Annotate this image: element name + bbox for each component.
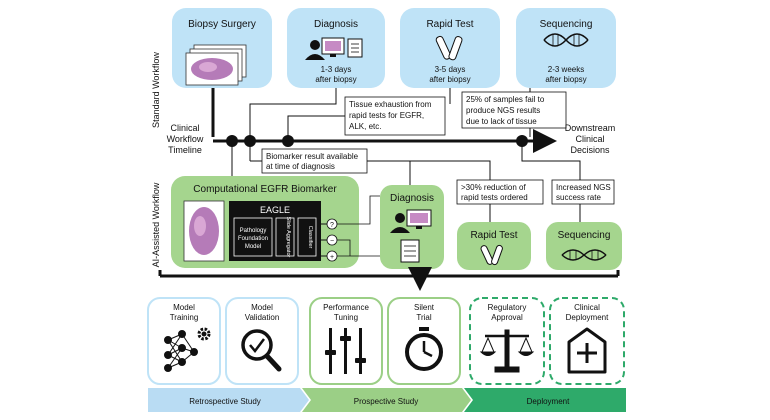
ngs-fail-note: 25% of samples fail to produce NGS resul… bbox=[461, 91, 567, 129]
computational-egfr-biomarker-box: Computational EGFR Biomarker EAGLE Patho… bbox=[171, 176, 359, 268]
sliders-icon bbox=[325, 328, 366, 374]
standard-workflow-label: Standard Workflow bbox=[151, 52, 161, 128]
ai-diagnosis-title: Diagnosis bbox=[390, 193, 434, 204]
phase-performance-tuning: Performance Tuning bbox=[309, 297, 383, 385]
pathologist-computer-icon bbox=[305, 37, 363, 60]
biopsy-surgery-box: Biopsy Surgery bbox=[172, 8, 272, 88]
phase-clinical-deployment-line-1: Clinical bbox=[574, 303, 600, 312]
rapid-test-reduction-note: >30% reduction of rapid tests ordered bbox=[456, 179, 544, 205]
outcome-positive-symbol: + bbox=[330, 254, 334, 261]
phase-model-training: Model Training bbox=[147, 297, 221, 385]
diagnosis-box: Diagnosis 1-3 days after biopsy bbox=[287, 8, 385, 88]
neural-network-gear-icon bbox=[164, 327, 211, 372]
biomarker-line-2: at time of diagnosis bbox=[266, 162, 335, 171]
foundation-model-line-3: Model bbox=[245, 244, 261, 250]
outcome-uncertain-symbol: ? bbox=[330, 222, 334, 229]
classifier-label: Classifier bbox=[307, 226, 313, 249]
phase-regulatory-approval: Regulatory Approval bbox=[469, 297, 545, 385]
tissue-exhaustion-line-1: Tissue exhaustion from bbox=[349, 100, 432, 109]
sequencing-time-value: 2-3 weeks bbox=[548, 65, 584, 74]
study-bar-prospective-label: Prospective Study bbox=[354, 397, 418, 406]
study-bar-retrospective-label: Retrospective Study bbox=[189, 397, 261, 406]
phase-silent-trial: Silent Trial bbox=[387, 297, 461, 385]
phase-silent-trial-line-1: Silent bbox=[414, 303, 435, 312]
timeline-label-line-3: Timeline bbox=[168, 145, 202, 155]
sequencing-title: Sequencing bbox=[540, 19, 593, 30]
outcome-negative-symbol: − bbox=[330, 238, 334, 245]
reduction-line-1: >30% reduction of bbox=[461, 183, 526, 192]
phase-model-validation-line-1: Model bbox=[251, 303, 273, 312]
rapid-test-title: Rapid Test bbox=[426, 19, 473, 30]
ai-test-tubes-icon bbox=[480, 244, 503, 266]
timeline-end-line-1: Downstream bbox=[565, 123, 616, 133]
ai-workflow-label: AI-Assisted Workflow bbox=[151, 182, 161, 267]
ai-sequencing-box: Sequencing bbox=[546, 222, 622, 270]
phase-clinical-deployment: Clinical Deployment bbox=[549, 297, 625, 385]
eagle-title: EAGLE bbox=[260, 205, 290, 215]
scales-icon bbox=[479, 329, 535, 373]
timeline-dot-rapid-test bbox=[282, 135, 294, 147]
computational-egfr-biomarker-title: Computational EGFR Biomarker bbox=[193, 184, 337, 195]
ai-report-icon bbox=[400, 239, 420, 263]
timeline-label-line-2: Workflow bbox=[167, 134, 204, 144]
ai-pathologist-computer-icon bbox=[390, 209, 432, 233]
rapid-test-time-value: 3-5 days bbox=[435, 65, 466, 74]
study-bar-deployment: Deployment bbox=[464, 388, 626, 412]
timeline-end-line-3: Decisions bbox=[570, 145, 610, 155]
study-bar-deployment-label: Deployment bbox=[527, 397, 570, 406]
ngs-fail-line-1: 25% of samples fail to bbox=[466, 95, 545, 104]
diagnosis-time-value: 1-3 days bbox=[321, 65, 352, 74]
ai-rapid-test-box: Rapid Test bbox=[457, 222, 531, 270]
phase-performance-tuning-line-1: Performance bbox=[323, 303, 369, 312]
phase-clinical-deployment-line-2: Deployment bbox=[566, 313, 609, 322]
foundation-model-line-1: Pathology bbox=[240, 228, 267, 234]
rapid-test-time-unit: after biopsy bbox=[429, 75, 470, 84]
biopsy-surgery-title: Biopsy Surgery bbox=[188, 19, 256, 30]
phase-model-validation-line-2: Validation bbox=[245, 313, 280, 322]
tissue-exhaustion-note: Tissue exhaustion from rapid tests for E… bbox=[344, 96, 446, 136]
ai-dna-helix-icon bbox=[561, 249, 607, 261]
hospital-icon bbox=[567, 327, 607, 374]
ai-sequencing-title: Sequencing bbox=[558, 230, 611, 241]
phase-regulatory-approval-line-2: Approval bbox=[491, 313, 523, 322]
stopwatch-icon bbox=[405, 327, 443, 371]
tissue-exhaustion-line-3: ALK, etc. bbox=[349, 122, 381, 131]
ngs-fail-line-2: produce NGS results bbox=[466, 106, 540, 115]
ngs-fail-line-3: due to lack of tissue bbox=[466, 117, 537, 126]
slide-aggregator-label: Slide Aggregator bbox=[285, 217, 291, 258]
wsi-slide-icon bbox=[183, 200, 225, 262]
foundation-model-line-2: Foundation bbox=[238, 236, 268, 242]
phase-regulatory-approval-line-1: Regulatory bbox=[488, 303, 527, 312]
phase-model-validation: Model Validation bbox=[225, 297, 299, 385]
dna-helix-icon bbox=[543, 33, 589, 47]
timeline-label-line-1: Clinical bbox=[170, 123, 199, 133]
rapid-test-box: Rapid Test 3-5 days after biopsy bbox=[400, 8, 500, 88]
ngs-success-line-1: Increased NGS bbox=[556, 183, 611, 192]
phase-model-training-line-2: Training bbox=[170, 313, 199, 322]
reduction-line-2: rapid tests ordered bbox=[461, 193, 528, 202]
timeline-end-line-2: Clinical bbox=[575, 134, 604, 144]
sequencing-box: Sequencing 2-3 weeks after biopsy bbox=[516, 8, 616, 88]
ai-diagnosis-box: Diagnosis bbox=[380, 185, 444, 269]
diagnosis-time-unit: after biopsy bbox=[315, 75, 356, 84]
magnifier-check-icon bbox=[241, 329, 282, 372]
sequencing-time-unit: after biopsy bbox=[545, 75, 586, 84]
tissue-slide-stack-icon bbox=[185, 44, 247, 86]
biomarker-line-1: Biomarker result available bbox=[266, 152, 359, 161]
biomarker-available-note: Biomarker result available at time of di… bbox=[261, 148, 368, 174]
ngs-success-note: Increased NGS success rate bbox=[551, 179, 615, 205]
phase-silent-trial-line-2: Trial bbox=[416, 313, 431, 322]
tissue-exhaustion-line-2: rapid tests for EGFR, bbox=[349, 111, 424, 120]
study-bar-retrospective: Retrospective Study bbox=[148, 388, 309, 412]
ai-rapid-test-title: Rapid Test bbox=[470, 230, 517, 241]
test-tubes-icon bbox=[435, 35, 463, 61]
phase-model-training-line-1: Model bbox=[173, 303, 195, 312]
phase-performance-tuning-line-2: Tuning bbox=[334, 313, 358, 322]
study-bar-prospective: Prospective Study bbox=[302, 388, 471, 412]
ngs-success-line-2: success rate bbox=[556, 193, 601, 202]
diagnosis-title: Diagnosis bbox=[314, 19, 358, 30]
